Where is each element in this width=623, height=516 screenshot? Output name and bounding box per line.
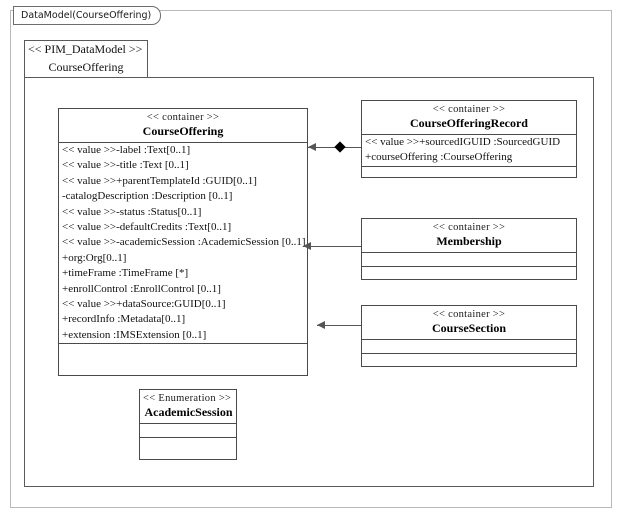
class-stereotype: << container >> [146,112,220,123]
attribute-compartment-course-offering: << value >>-label :Text[0..1] << value >… [59,143,307,345]
attribute-row: << value >>+sourcedIGUID :SourcedGUID [365,136,561,148]
attribute-row: << value >>+parentTemplateId :GUID[0..1] [62,174,257,187]
attribute-row: +courseOffering :CourseOffering [365,151,513,164]
attribute-row: +org:Org[0..1] [62,251,127,264]
enumeration-stereotype: << Enumeration >> [143,393,232,404]
arrow-head-course-section [317,321,325,329]
attribute-compartment-course-section [362,340,576,354]
class-stereotype: << container >> [432,222,506,233]
diagram-frame-tab: DataModel(CourseOffering) [13,6,162,25]
operation-compartment-course-offering-record [362,167,576,180]
connector-line-course-section [317,325,361,326]
attribute-row: << value >>-defaultCredits :Text[0..1] [62,221,232,234]
attribute-row: +extension :IMSExtension [0..1] [62,328,207,341]
class-stereotype: << container >> [432,309,506,320]
enumeration-name: AcademicSession [144,405,233,419]
arrow-head-course-offering-record [308,143,316,151]
package-name: CourseOffering [48,60,124,74]
package-stereotype: << PIM_DataModel >> [28,42,143,56]
diagram-frame-tab-label: DataModel(CourseOffering) [21,10,152,21]
attribute-row: << value >>-title :Text [0..1] [62,159,189,172]
operation-compartment-academic-session [140,438,236,451]
connector-line-membership [303,246,361,247]
enumeration-header-academic-session: << Enumeration >> AcademicSession [140,390,236,424]
attribute-row: +recordInfo :Metadata[0..1] [62,313,186,326]
class-box-course-offering-record[interactable]: << container >> CourseOfferingRecord << … [361,100,577,178]
attribute-row: +enrollControl :EnrollControl [0..1] [62,282,221,295]
class-header-course-offering: << container >> CourseOffering [59,109,307,143]
attribute-row: -catalogDescription :Description [0..1] [62,190,233,203]
class-name: CourseSection [432,321,506,335]
attribute-compartment-membership [362,253,576,267]
attribute-row: << value >>+dataSource:GUID[0..1] [62,298,226,311]
enumeration-box-academic-session[interactable]: << Enumeration >> AcademicSession [139,389,237,460]
operation-compartment-course-section [362,354,576,367]
attribute-row: << value >>-academicSession :AcademicSes… [62,236,306,249]
operation-compartment-membership [362,267,576,280]
class-name: Membership [436,234,502,248]
class-box-course-offering[interactable]: << container >> CourseOffering << value … [58,108,308,376]
class-stereotype: << container >> [432,104,506,115]
package-tab: << PIM_DataModel >> CourseOffering [24,40,148,78]
class-box-course-section[interactable]: << container >> CourseSection [361,305,577,367]
operation-compartment-course-offering [59,344,307,370]
literal-compartment-academic-session [140,424,236,438]
attribute-compartment-course-offering-record: << value >>+sourcedIGUID :SourcedGUID +c… [362,135,576,167]
class-box-membership[interactable]: << container >> Membership [361,218,577,280]
attribute-row: << value >>-status :Status[0..1] [62,205,202,218]
class-name: CourseOfferingRecord [410,116,528,130]
arrow-head-membership [303,242,311,250]
class-header-course-offering-record: << container >> CourseOfferingRecord [362,101,576,135]
class-header-course-section: << container >> CourseSection [362,306,576,340]
class-name: CourseOffering [142,124,224,138]
attribute-row: +timeFrame :TimeFrame [*] [62,267,189,280]
attribute-row: << value >>-label :Text[0..1] [62,144,191,156]
class-header-membership: << container >> Membership [362,219,576,253]
